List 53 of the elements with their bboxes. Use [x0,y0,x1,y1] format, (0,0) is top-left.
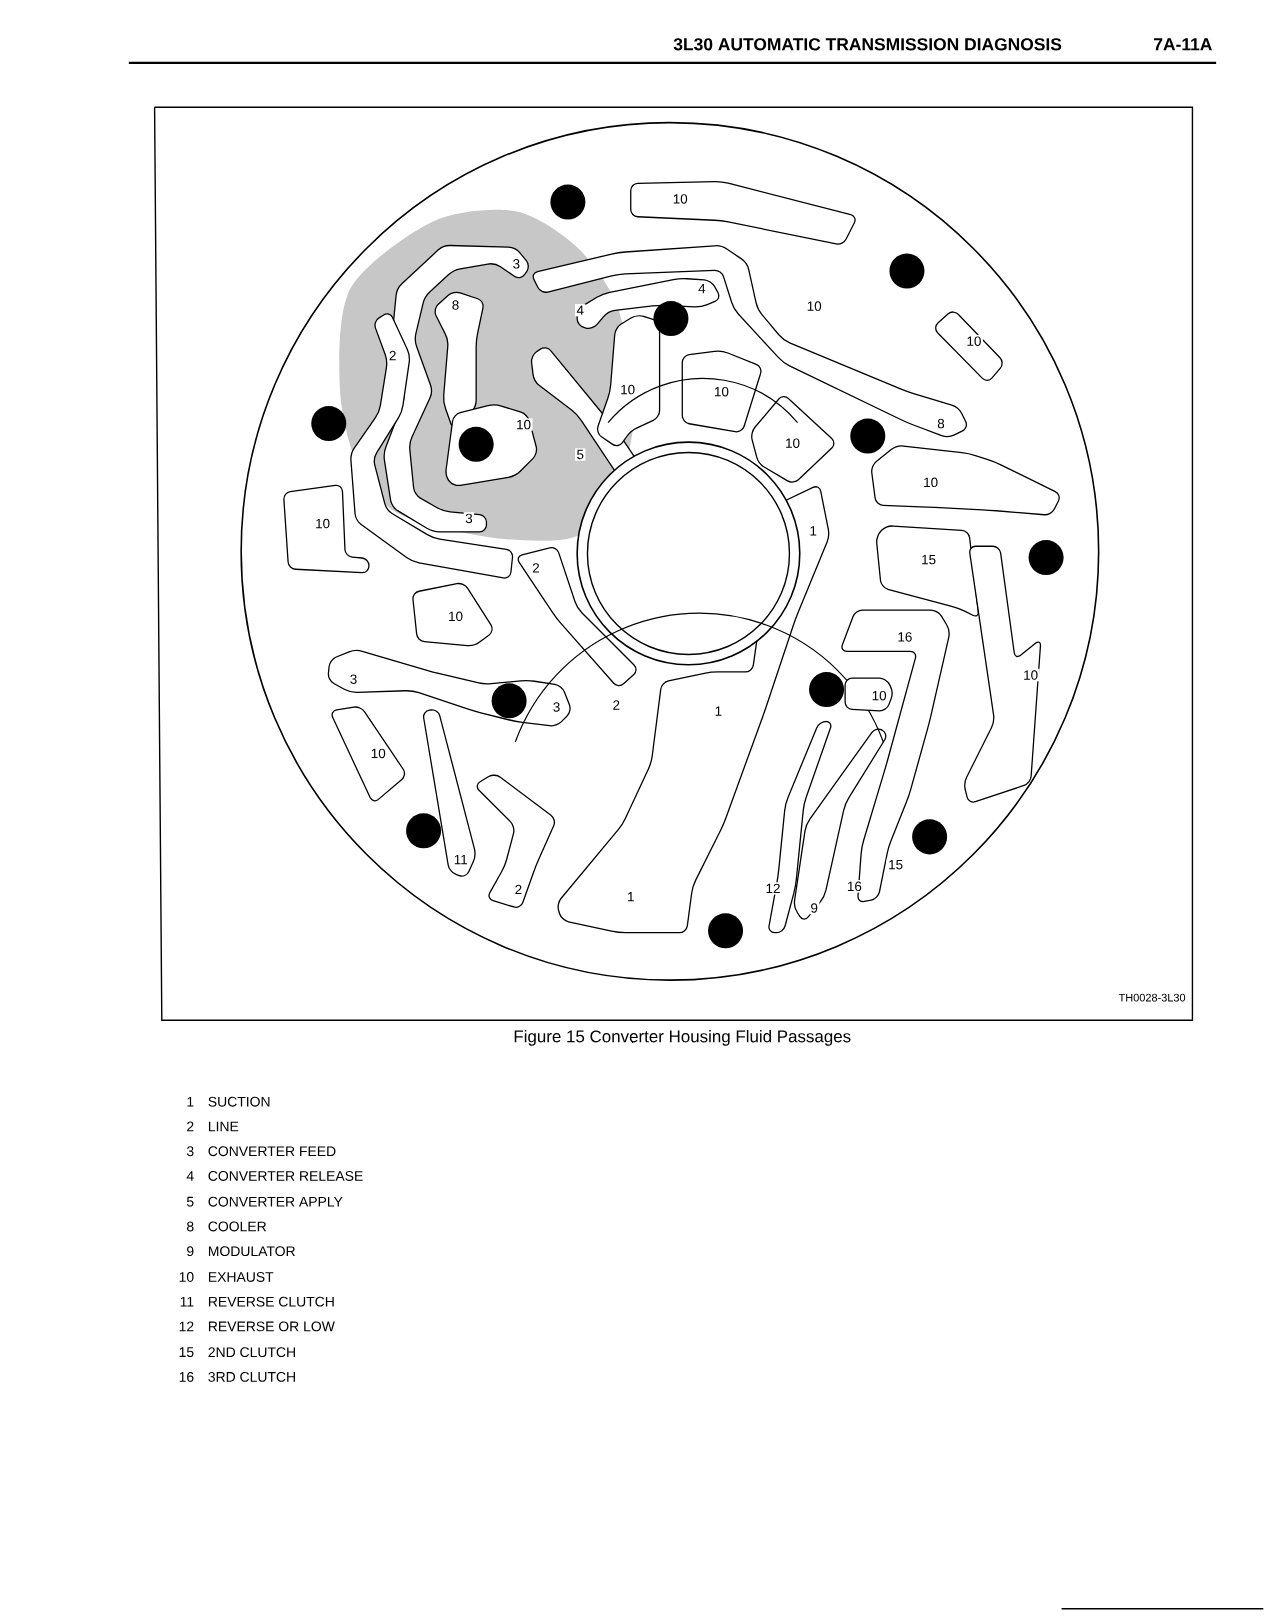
legend-text: CONVERTER RELEASE [208,1171,363,1181]
passage-number: 10 [712,385,731,398]
passage-number: 1 [713,705,724,718]
passage-number: 3 [511,257,522,271]
passage-number: 9 [809,901,820,915]
legend-number: 5 [187,1196,194,1207]
passage-number: 11 [452,853,470,866]
legend-number: 9 [187,1246,194,1257]
passage-number: 10 [870,689,889,702]
passage-number: 2 [611,698,622,712]
legend-number: 4 [186,1171,194,1181]
legend-text: CONVERTER APPLY [208,1196,343,1207]
legend-text: MODULATOR [209,1246,296,1257]
legend-text: 2ND CLUTCH [208,1347,296,1358]
header-title: 3L30 AUTOMATIC TRANSMISSION DIAGNOSIS [673,38,1062,51]
legend-number: 8 [187,1221,194,1232]
passage-number: 10 [369,747,388,760]
legend-text: LINE [209,1121,239,1132]
legend-number: 15 [179,1347,194,1358]
passage-number: 16 [845,880,864,893]
passage-number: 3 [348,672,359,686]
passage-number: 4 [575,304,586,317]
passage-number: 3 [463,512,475,525]
page-number: 7A-11A [1154,38,1213,51]
legend-text: REVERSE CLUTCH [209,1296,334,1307]
passage-number: 3 [551,700,562,714]
legend-number: 3 [187,1146,194,1157]
legend-text: COOLER [208,1221,267,1232]
legend-number: 10 [179,1272,194,1282]
caption: Figure 15 Converter Housing Fluid Passages [515,1029,851,1046]
passage-number: 2 [387,349,399,362]
legend-number: 1 [187,1096,194,1107]
passage-number: 4 [696,282,708,295]
passage-number: 8 [935,417,947,430]
passage-number: 1 [808,524,819,537]
passage-number: 8 [450,298,461,312]
legend-number: 11 [180,1296,194,1307]
passage-number: 12 [764,882,783,895]
passage-number: 2 [513,883,524,896]
passage-number: 2 [530,561,542,575]
legend-text: REVERSE OR LOW [209,1321,336,1332]
legend-text: SUCTION [208,1096,270,1107]
passage-number: 15 [886,858,905,871]
passage-number: 1 [625,890,637,903]
legend-text: 3RD CLUTCH [208,1371,296,1382]
legend-number: 12 [179,1321,194,1332]
passage-number: 5 [575,448,586,461]
figure-code: TH0028-3L30 [1119,993,1186,1002]
passage-number: 10 [805,299,824,313]
legend-text: EXHAUST [209,1272,274,1282]
legend-number: 16 [179,1371,194,1382]
legend-number: 2 [187,1121,194,1132]
legend-text: CONVERTER FEED [208,1146,336,1157]
